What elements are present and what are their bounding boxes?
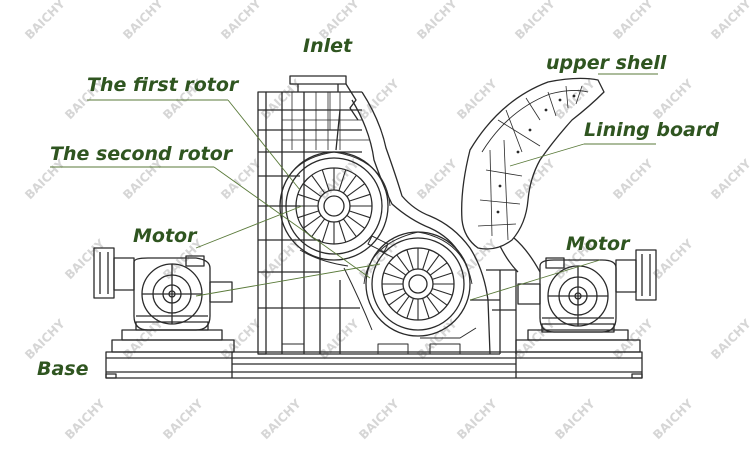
rotor-spoke <box>338 221 347 243</box>
label-upper-shell: upper shell <box>546 52 667 74</box>
rotor-spoke <box>422 298 430 319</box>
watermark-logo: BAICHY <box>316 316 362 362</box>
rotor-spoke <box>383 288 404 296</box>
leader-motor-left <box>195 205 303 249</box>
watermark-logo: BAICHY <box>512 316 558 362</box>
watermark-logo: BAICHY <box>610 316 656 362</box>
first-rotor <box>279 151 391 261</box>
motor-left <box>93 247 233 331</box>
watermark-logo: BAICHY <box>610 0 656 42</box>
motor-right <box>517 249 657 333</box>
rotor-spoke <box>349 193 371 202</box>
watermark-logo: BAICHY <box>708 316 750 362</box>
label-first-rotor: The first rotor <box>87 74 239 96</box>
rotor-spoke <box>302 214 322 229</box>
watermark-logo: BAICHY <box>120 0 166 42</box>
watermark-logo: BAICHY <box>414 156 460 202</box>
rotor-spoke <box>383 272 404 280</box>
watermark-logo: BAICHY <box>218 0 264 42</box>
rotor-spoke <box>321 221 330 243</box>
rotor-spoke <box>342 218 357 238</box>
watermark-logo: BAICHY <box>120 316 166 362</box>
watermark-logo: BAICHY <box>454 76 500 122</box>
rotor-spoke <box>406 298 414 319</box>
rotor-spoke <box>311 174 326 194</box>
rotor-spoke <box>406 249 414 270</box>
label-second-rotor: The second rotor <box>50 143 233 165</box>
rotor-spoke <box>342 174 357 194</box>
rotor-spoke <box>297 210 319 219</box>
watermark-logo: BAICHY <box>552 396 598 442</box>
watermark-logo: BAICHY <box>356 396 402 442</box>
watermark-logo: BAICHY <box>160 396 206 442</box>
watermark-logo: BAICHY <box>356 76 402 122</box>
watermark-logo: BAICHY <box>650 396 696 442</box>
leader-lines <box>50 73 658 301</box>
leader-first-rotor-diag <box>227 99 301 191</box>
watermark-logo: BAICHY <box>650 76 696 122</box>
leader-motor-right <box>469 259 601 301</box>
watermark-logo: BAICHY <box>454 236 500 282</box>
base-frame <box>105 329 643 379</box>
watermark-logo: BAICHY <box>22 316 68 362</box>
watermark-logo: BAICHY <box>62 396 108 442</box>
watermark-logo: BAICHY <box>218 316 264 362</box>
leader-motor-left-2 <box>195 263 381 297</box>
rotor-spoke <box>429 262 448 276</box>
watermark-logo: BAICHY <box>414 0 460 42</box>
rotor-spoke <box>426 254 440 273</box>
watermark-logo: BAICHY <box>258 396 304 442</box>
rotor-spoke <box>429 292 448 306</box>
leader-lining-board-diag <box>509 143 585 167</box>
label-motor-right: Motor <box>566 233 630 255</box>
watermark-logo: BAICHY <box>258 236 304 282</box>
rotor-spoke <box>432 288 453 296</box>
rotor-spoke <box>346 214 366 229</box>
rotor-spoke <box>388 292 407 306</box>
rotor-spoke <box>346 183 366 198</box>
rotor-spoke <box>297 193 319 202</box>
leader-second-rotor-diag <box>213 166 371 279</box>
label-inlet: Inlet <box>303 35 353 57</box>
rotor-spoke <box>396 295 410 314</box>
watermark-logo: BAICHY <box>610 156 656 202</box>
watermark-logo: BAICHY <box>708 156 750 202</box>
label-base: Base <box>37 358 89 380</box>
mount-plates <box>281 343 461 355</box>
watermark-logo: BAICHY <box>62 236 108 282</box>
rotor-spoke <box>302 183 322 198</box>
rotor-spoke <box>426 295 440 314</box>
watermark-logo: BAICHY <box>454 396 500 442</box>
breaker-plates <box>299 235 477 339</box>
watermark-logo: BAICHY <box>22 0 68 42</box>
rotor-spoke <box>338 169 347 191</box>
watermark-logo: BAICHY <box>650 236 696 282</box>
rotor-spoke <box>432 272 453 280</box>
upper-shell <box>461 77 605 273</box>
rotor-spoke <box>388 262 407 276</box>
watermark-logo: BAICHY <box>512 0 558 42</box>
rotor-spoke <box>311 218 326 238</box>
rotor-spoke <box>422 249 430 270</box>
second-rotor <box>363 231 473 337</box>
rotor-spoke <box>396 254 410 273</box>
watermark-logo: BAICHY <box>258 76 304 122</box>
rotor-spoke <box>349 210 371 219</box>
watermark-logo: BAICHY <box>708 0 750 42</box>
label-motor-left: Motor <box>133 225 197 247</box>
rotor-spoke <box>321 169 330 191</box>
label-lining-board: Lining board <box>584 119 719 141</box>
